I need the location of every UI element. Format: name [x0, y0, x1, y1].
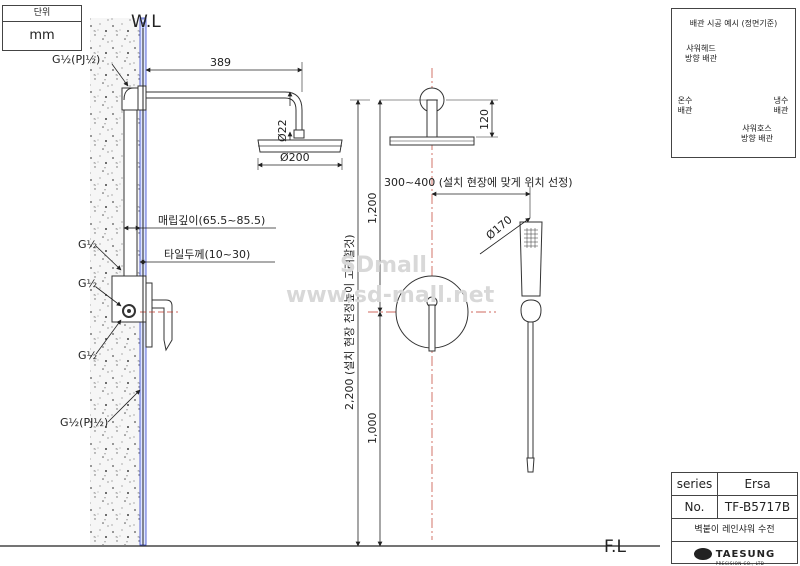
- brand-subtitle: PRECISION CO., LTD: [715, 561, 765, 566]
- label-hose-direction: 샤워호스 방향 배관: [733, 124, 781, 144]
- watermark-line1: SDmall: [340, 253, 427, 278]
- front-view: 120 300~400 (설치 현장에 맞게 위치 선정) Ø170 1,20: [342, 68, 573, 547]
- dim-tile-thickness: 타일두께(10~30): [164, 247, 250, 261]
- mixer-trim-plate: [145, 282, 153, 348]
- watermark-line2: www.sd-mall.net: [286, 283, 495, 308]
- floor-line-label: F.L: [604, 537, 626, 557]
- number-value: TF-B5717B: [724, 500, 791, 514]
- dim-upper-height: 1,200: [366, 193, 379, 225]
- label-thread-upper: G½: [78, 238, 97, 251]
- mixer-lever-front: [428, 304, 436, 352]
- label-head-direction-pipe: 샤워헤드 방향 배관: [685, 44, 717, 63]
- hand-shower: [519, 221, 543, 297]
- series-value: Ersa: [744, 477, 771, 491]
- dim-total-height: 2,200 (설치 현장 천정높이 고려할것): [342, 235, 356, 411]
- label-cold-water: 냉수 배관: [773, 96, 789, 115]
- install-example-title: 배관 시공 예시 (정면기준): [689, 19, 778, 28]
- unit-value: mm: [29, 28, 55, 43]
- side-view: G½(PJ½) G½ G½ G½ G½(PJ½) 389 Ø22 Ø200 매립…: [52, 17, 343, 546]
- dim-head-drop: 120: [478, 109, 491, 130]
- series-row: series Ersa: [672, 473, 797, 496]
- riser-pipe: [123, 107, 138, 277]
- dim-hand-shower-diameter: Ø170: [484, 213, 515, 242]
- brand-logo: TAESUNG PRECISION CO., LTD: [672, 542, 797, 566]
- label-top-connector: G½(PJ½): [52, 53, 100, 66]
- mixer-lever: [151, 299, 173, 352]
- dim-embed-depth: 매립깊이(65.5~85.5): [158, 214, 265, 227]
- series-label: series: [672, 473, 718, 495]
- hand-shower-holder: [520, 299, 542, 323]
- unit-box: 단위 mm: [2, 5, 82, 51]
- top-flange: [137, 85, 147, 111]
- watermark: SDmall www.sd-mall.net: [286, 253, 495, 308]
- label-thread-middle: G½: [78, 277, 97, 290]
- dim-lower-height: 1,000: [366, 413, 379, 445]
- number-label: No.: [672, 496, 718, 518]
- dim-pipe-diameter: Ø22: [276, 119, 289, 142]
- dim-head-diameter: Ø200: [280, 151, 310, 164]
- wall-line-label: W.L: [131, 12, 161, 32]
- product-description: 벽붙이 레인샤워 수전: [672, 519, 797, 542]
- unit-label: 단위: [3, 6, 81, 22]
- label-hot-water: 온수 배관: [677, 96, 693, 115]
- brand-mark-icon: [693, 548, 712, 560]
- brand-text: TAESUNG PRECISION CO., LTD: [716, 542, 776, 566]
- title-block: series Ersa No. TF-B5717B 벽붙이 레인샤워 수전 TA…: [671, 472, 798, 566]
- number-row: No. TF-B5717B: [672, 496, 797, 519]
- mixer-box: [111, 275, 147, 323]
- dim-hand-shower-offset: 300~400 (설치 현장에 맞게 위치 선정): [384, 176, 573, 189]
- dim-arm-length: 389: [210, 56, 231, 69]
- label-thread-lower: G½: [78, 349, 97, 362]
- brand-name: TAESUNG: [715, 549, 776, 560]
- label-bottom-connector: G½(PJ½): [60, 416, 108, 429]
